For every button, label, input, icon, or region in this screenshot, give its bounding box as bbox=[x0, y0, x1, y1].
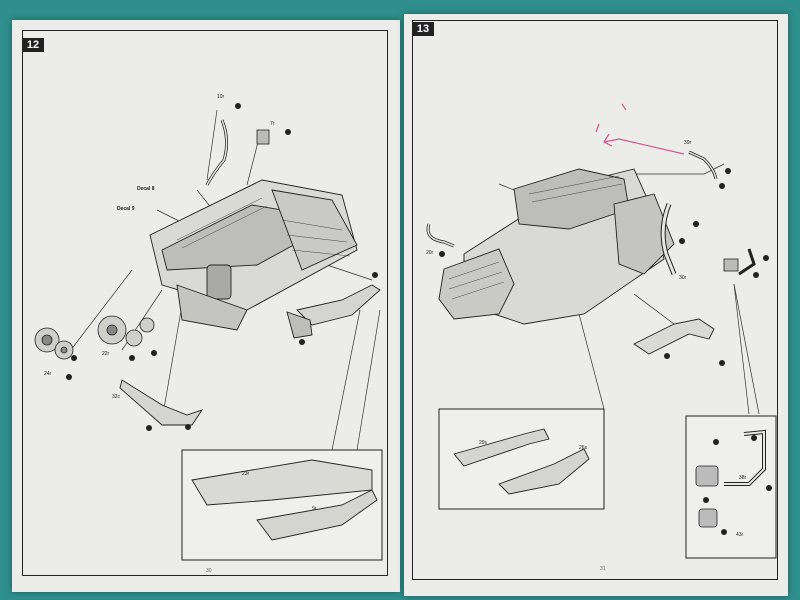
svg-text:39r: 39r bbox=[684, 140, 692, 146]
page-frame bbox=[22, 30, 388, 576]
svg-text:38r: 38r bbox=[739, 475, 747, 481]
instruction-page-left: 12 bbox=[12, 20, 400, 592]
svg-text:22r: 22r bbox=[102, 351, 110, 357]
page-frame bbox=[412, 20, 778, 580]
instruction-page-right: 13 bbox=[404, 14, 788, 596]
svg-text:20r: 20r bbox=[426, 250, 434, 256]
step-number-badge: 12 bbox=[22, 38, 44, 52]
svg-text:Decal 9: Decal 9 bbox=[117, 206, 135, 212]
pink-annotation-mark bbox=[595, 103, 685, 155]
svg-text:32c: 32c bbox=[112, 394, 121, 400]
page-number: 30 bbox=[206, 568, 212, 574]
svg-text:9r: 9r bbox=[312, 506, 317, 512]
svg-text:23r: 23r bbox=[242, 471, 250, 477]
svg-text:29s: 29s bbox=[479, 440, 488, 446]
engine-assembly-diagram: 10r 7r Decal 8 Decal 9 24r 22r 32c 23r 9… bbox=[34, 94, 383, 561]
step-number-badge: 13 bbox=[412, 22, 434, 36]
svg-text:43r: 43r bbox=[736, 532, 744, 538]
page-number: 31 bbox=[600, 566, 606, 572]
svg-text:10r: 10r bbox=[217, 94, 225, 100]
svg-text:Decal 8: Decal 8 bbox=[137, 186, 155, 192]
svg-text:30r: 30r bbox=[679, 275, 687, 281]
transmission-assembly-diagram: 39r 20r 30r 29s 26s 38r 43r bbox=[426, 103, 777, 559]
svg-text:7r: 7r bbox=[270, 121, 275, 127]
svg-text:26s: 26s bbox=[579, 445, 588, 451]
svg-text:24r: 24r bbox=[44, 371, 52, 377]
